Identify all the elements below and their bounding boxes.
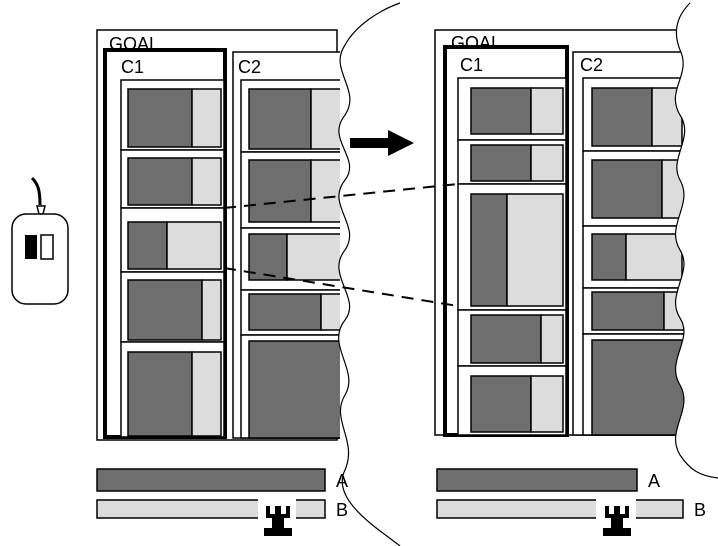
bar-b-label: B bbox=[694, 500, 706, 520]
c1-rows bbox=[457, 77, 567, 436]
c2-rows bbox=[582, 77, 685, 436]
bar-a-label: A bbox=[336, 471, 348, 491]
bar-b-label: B bbox=[336, 500, 348, 520]
light-block bbox=[191, 88, 222, 148]
column-label-c1: C1 bbox=[460, 55, 483, 75]
column-label-c2: C2 bbox=[238, 57, 261, 77]
bar-a-right bbox=[436, 468, 638, 492]
bar-b-right[interactable] bbox=[436, 498, 684, 546]
column-label-c1: C1 bbox=[121, 57, 144, 77]
c1-rows bbox=[120, 79, 225, 438]
right-arrow-icon bbox=[350, 130, 414, 156]
torn-edge bbox=[675, 3, 718, 478]
bar-a-left bbox=[96, 468, 326, 492]
after-panel: GOAL C1 C2 bbox=[434, 2, 718, 479]
bar-b-left[interactable] bbox=[96, 498, 326, 546]
bar-a-label: A bbox=[648, 471, 660, 491]
column-label-c2: C2 bbox=[580, 55, 603, 75]
c2-rows bbox=[240, 79, 340, 439]
before-panel: GOAL C1 bbox=[96, 2, 460, 546]
mouse-icon bbox=[11, 176, 69, 305]
dark-block bbox=[127, 88, 193, 148]
